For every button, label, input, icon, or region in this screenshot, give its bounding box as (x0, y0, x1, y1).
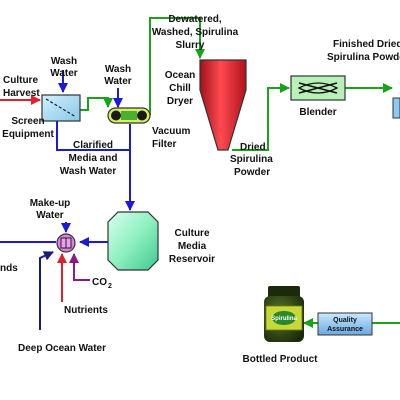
label-nutrients: Nutrients (64, 305, 108, 316)
svg-text:Culture: Culture (3, 75, 38, 86)
svg-text:Wash Water: Wash Water (60, 166, 117, 177)
label-screen-equipment: Screen Equipment (2, 116, 54, 140)
svg-text:Water: Water (104, 76, 132, 87)
label-blender: Blender (299, 107, 336, 118)
label-co2: CO 2 (92, 277, 112, 290)
offscreen-unit-partial (392, 97, 400, 119)
label-clarified: Clarified Media and Wash Water (60, 140, 118, 177)
svg-text:Water: Water (50, 68, 78, 79)
svg-text:Water: Water (36, 210, 64, 221)
screen-equipment-unit (41, 94, 81, 122)
label-dried-powder: Dried Spirulina Powder (230, 142, 273, 178)
svg-text:Wash: Wash (51, 56, 77, 67)
svg-text:Equipment: Equipment (2, 129, 54, 140)
svg-text:Finished Dried: Finished Dried (333, 39, 400, 50)
svg-text:Clarified: Clarified (73, 140, 113, 151)
label-wash-water-2: Wash Water (104, 64, 132, 87)
svg-text:Ocean: Ocean (165, 70, 196, 81)
label-quality-assurance: Quality Assurance (327, 317, 363, 333)
bottle-label-text: Spirulina (271, 316, 297, 322)
screen-clarified-flow (56, 118, 130, 151)
label-culture-harvest: Culture Harvest (3, 75, 40, 99)
svg-text:Screen: Screen (11, 116, 44, 127)
label-ponds-partial: nds (0, 263, 18, 274)
deep-ocean-flow (39, 251, 54, 330)
co2-flow (69, 253, 90, 281)
label-dryer: Ocean Chill Dryer (165, 70, 196, 107)
svg-text:Harvest: Harvest (3, 88, 40, 99)
label-finished-powder: Finished Dried Spirulina Powder (327, 39, 400, 63)
label-makeup-water: Make-up Water (30, 198, 71, 221)
svg-text:Make-up: Make-up (30, 198, 71, 209)
dryer-to-blender-flow (232, 83, 290, 151)
quality-assurance-unit (317, 312, 373, 336)
dryer-unit (199, 59, 247, 151)
svg-text:Vacuum: Vacuum (152, 126, 190, 137)
svg-text:Slurry: Slurry (176, 40, 205, 51)
label-vacuum-filter: Vacuum Filter (152, 126, 190, 150)
bottle-image (264, 286, 304, 342)
svg-text:Dryer: Dryer (167, 96, 193, 107)
svg-text:Washed, Spirulina: Washed, Spirulina (152, 27, 239, 38)
blender-unit (290, 75, 346, 101)
svg-text:Spirulina: Spirulina (230, 154, 273, 165)
label-wash-water-1: Wash Water (50, 56, 78, 79)
svg-text:Chill: Chill (169, 83, 191, 94)
svg-text:Dewatered,: Dewatered, (168, 14, 222, 25)
svg-text:Filter: Filter (152, 139, 177, 150)
label-deep-ocean-water: Deep Ocean Water (18, 343, 106, 354)
svg-text:CO: CO (92, 277, 107, 288)
reservoir-unit (107, 211, 159, 271)
svg-text:Media and: Media and (69, 153, 118, 164)
filter-to-dryer-flow (149, 17, 205, 115)
svg-text:Spirulina Powder: Spirulina Powder (327, 52, 400, 63)
svg-text:Dried: Dried (240, 142, 266, 153)
label-bottled-product: Bottled Product (243, 354, 319, 365)
vacuum-filter-unit (107, 107, 151, 124)
svg-text:Reservoir: Reservoir (169, 254, 215, 265)
label-reservoir: Culture Media Reservoir (169, 228, 215, 265)
svg-text:Assurance: Assurance (327, 326, 363, 333)
svg-text:2: 2 (108, 283, 112, 290)
svg-text:Media: Media (178, 241, 207, 252)
label-slurry: Dewatered, Washed, Spirulina Slurry (152, 14, 239, 51)
svg-text:Powder: Powder (234, 167, 270, 178)
svg-text:Wash: Wash (105, 64, 131, 75)
svg-text:Quality: Quality (333, 317, 357, 324)
screen-to-filter-flow (80, 97, 113, 111)
svg-text:Culture: Culture (175, 228, 210, 239)
mixer-unit (56, 233, 76, 253)
